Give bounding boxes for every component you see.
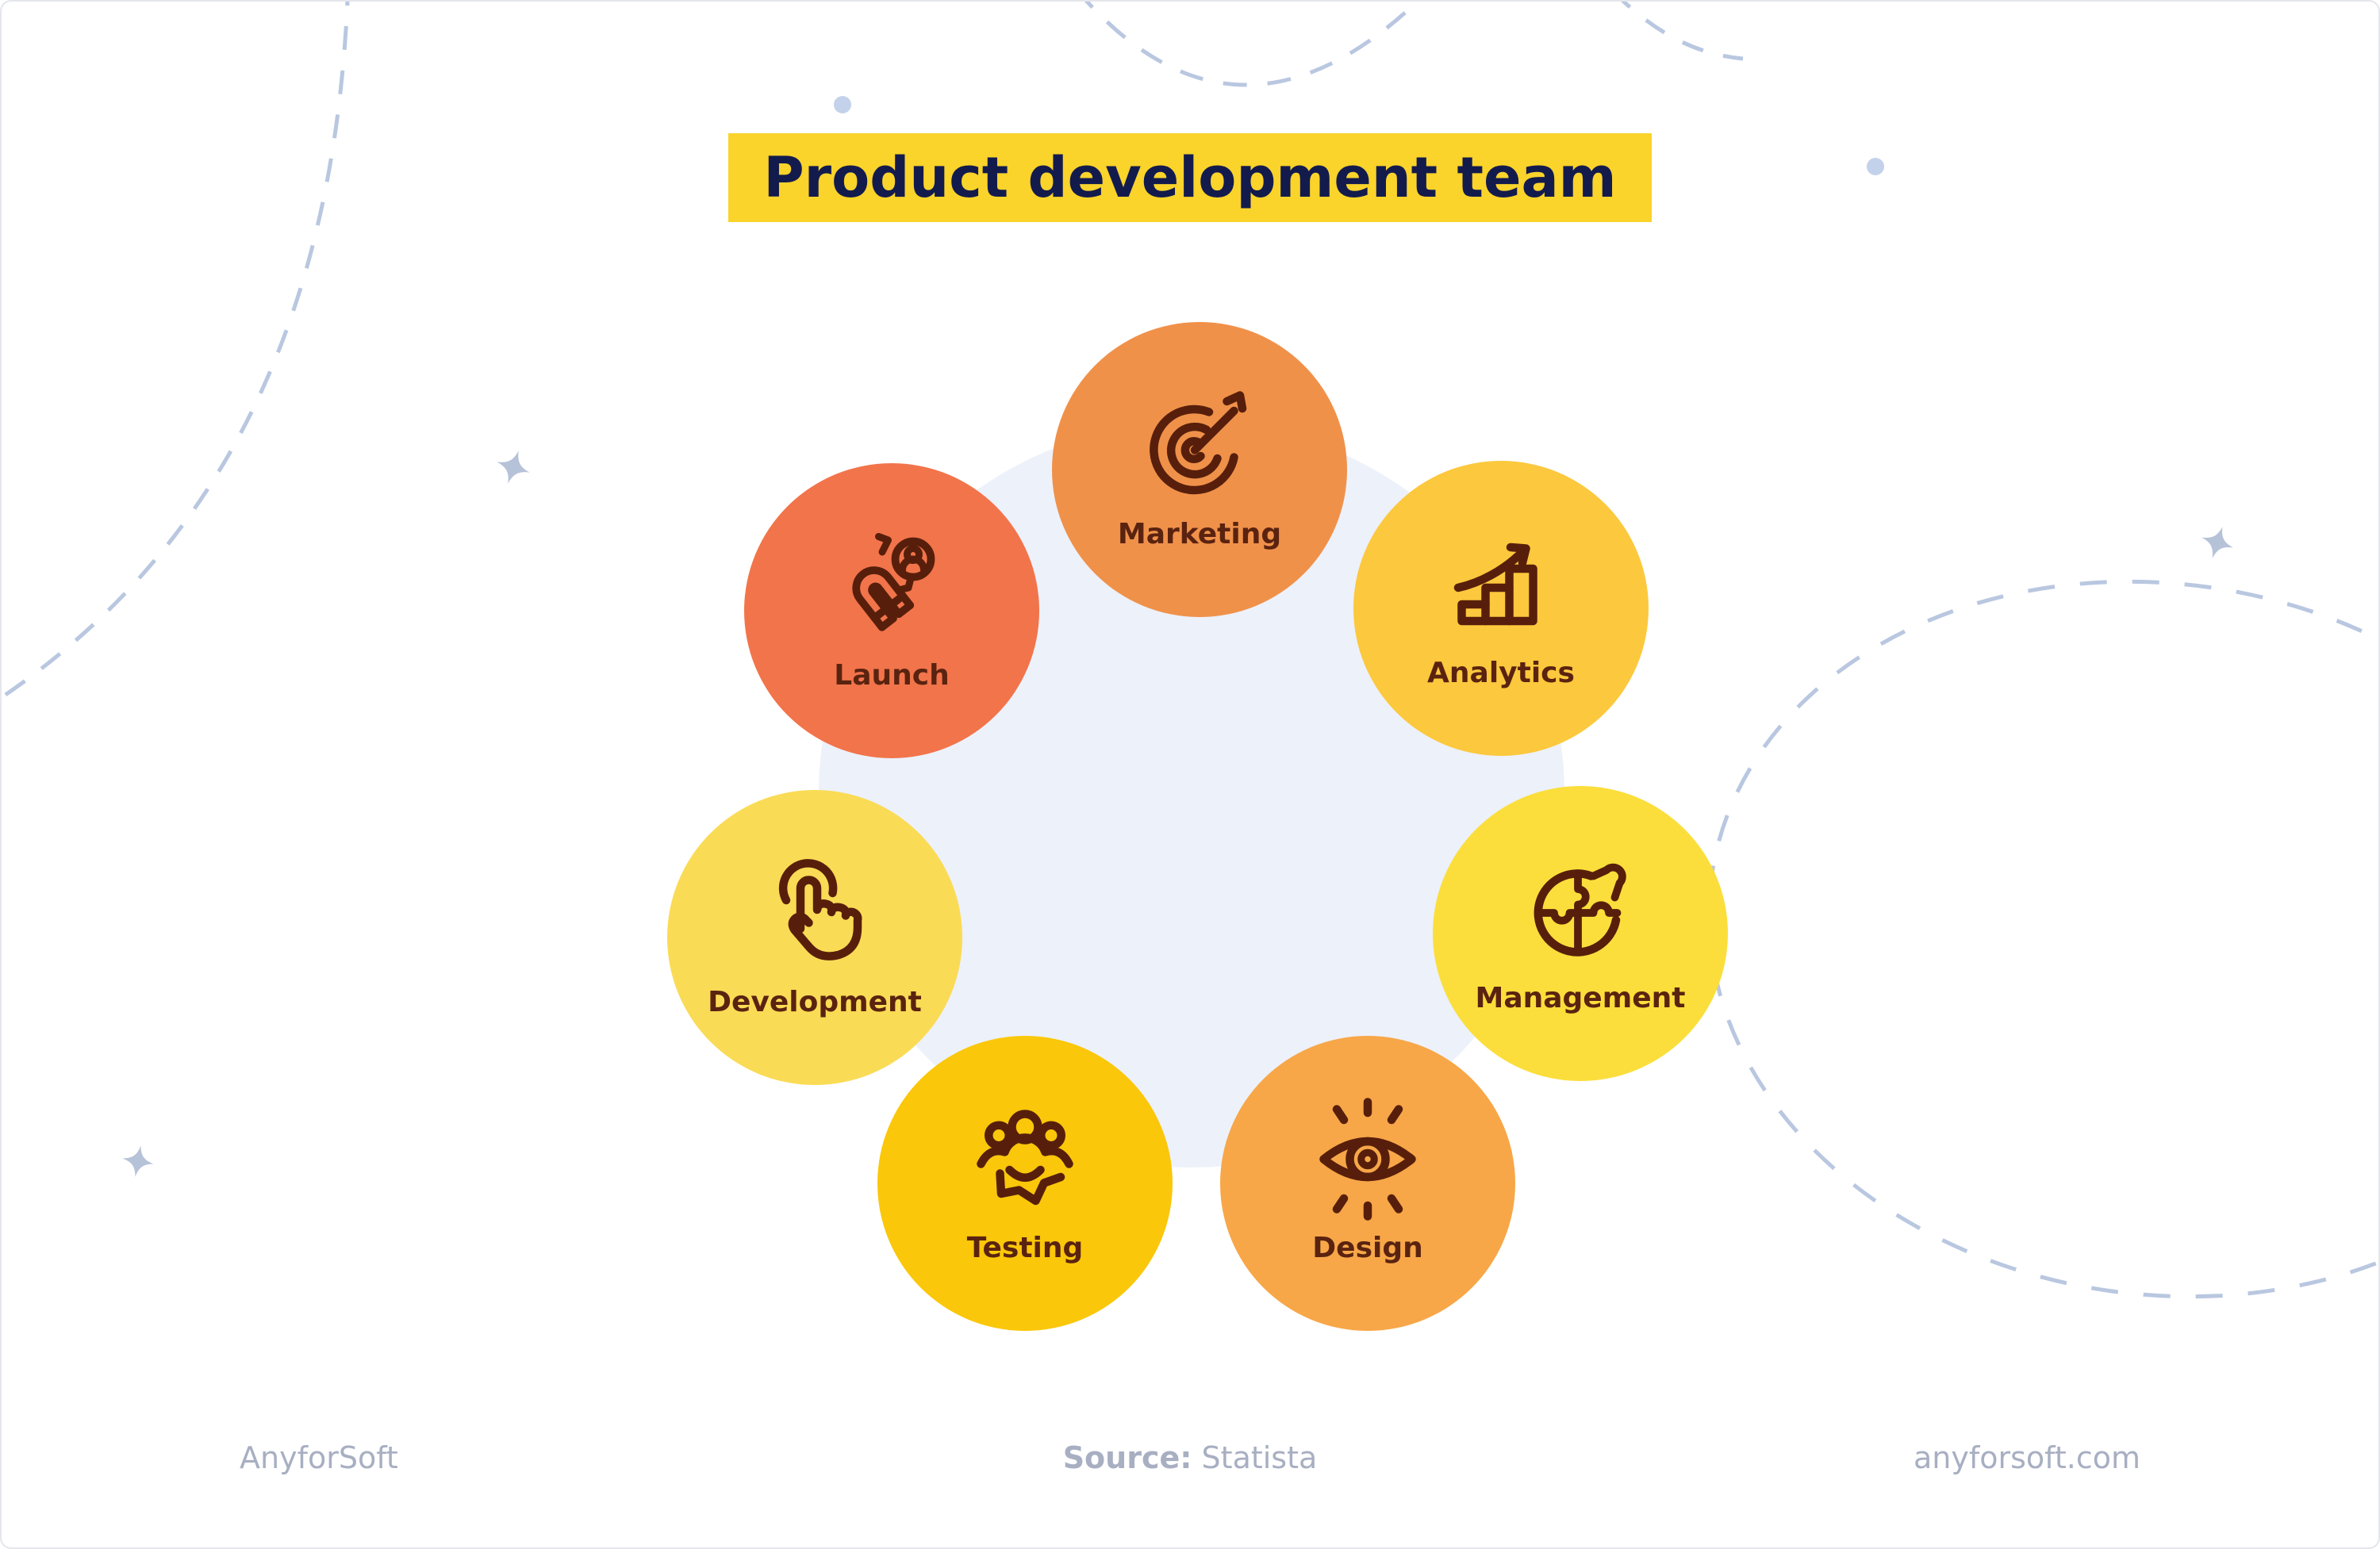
magnet-attract-icon (852, 533, 935, 631)
page-title: Product development team (728, 133, 1652, 222)
growth-chart-icon (1453, 543, 1537, 626)
sparkle-star-icon (497, 451, 530, 484)
brand-label: AnyforSoft (240, 1440, 398, 1475)
decor-dot (1867, 158, 1884, 175)
source-note: Source: Statista (2, 1439, 2378, 1477)
team-circle-label: Analytics (1427, 657, 1575, 689)
sparkle-star-icon (122, 1145, 154, 1177)
decor-dot (834, 96, 851, 113)
tap-hand-icon (778, 859, 862, 960)
source-label: Source: (1062, 1440, 1192, 1475)
target-dart-icon (1150, 391, 1247, 495)
team-circle-label: Marketing (1117, 518, 1282, 550)
dashed-curve-top-right (1621, 2, 1744, 61)
team-circle-development: Development (667, 790, 962, 1085)
dashed-curve-top-left (2, 2, 350, 700)
team-circle-label: Development (708, 986, 922, 1018)
team-circle-design: Design (1220, 1036, 1515, 1331)
website-label: anyforsoft.com (1914, 1440, 2141, 1475)
team-circle-marketing: Marketing (1052, 322, 1347, 617)
source-value: Statista (1201, 1440, 1318, 1475)
team-circle-launch: Launch (744, 463, 1039, 758)
team-circle-analytics: Analytics (1353, 461, 1649, 756)
dashed-curve-top-center (1084, 2, 1421, 87)
team-circle-label: Management (1475, 982, 1686, 1014)
eye-icon (1319, 1098, 1416, 1221)
team-circle-label: Design (1312, 1232, 1423, 1264)
team-circle-testing: Testing (877, 1036, 1173, 1331)
team-circle-label: Launch (834, 659, 950, 692)
dashed-ellipse-right (1706, 579, 2378, 1299)
title-bar: Product development team (2, 133, 2378, 222)
team-circle-management: Management (1433, 786, 1728, 1081)
team-gear-icon (977, 1110, 1073, 1206)
sparkle-star-icon (2202, 527, 2233, 558)
puzzle-sphere-icon (1534, 863, 1626, 957)
team-circle-label: Testing (966, 1232, 1084, 1264)
